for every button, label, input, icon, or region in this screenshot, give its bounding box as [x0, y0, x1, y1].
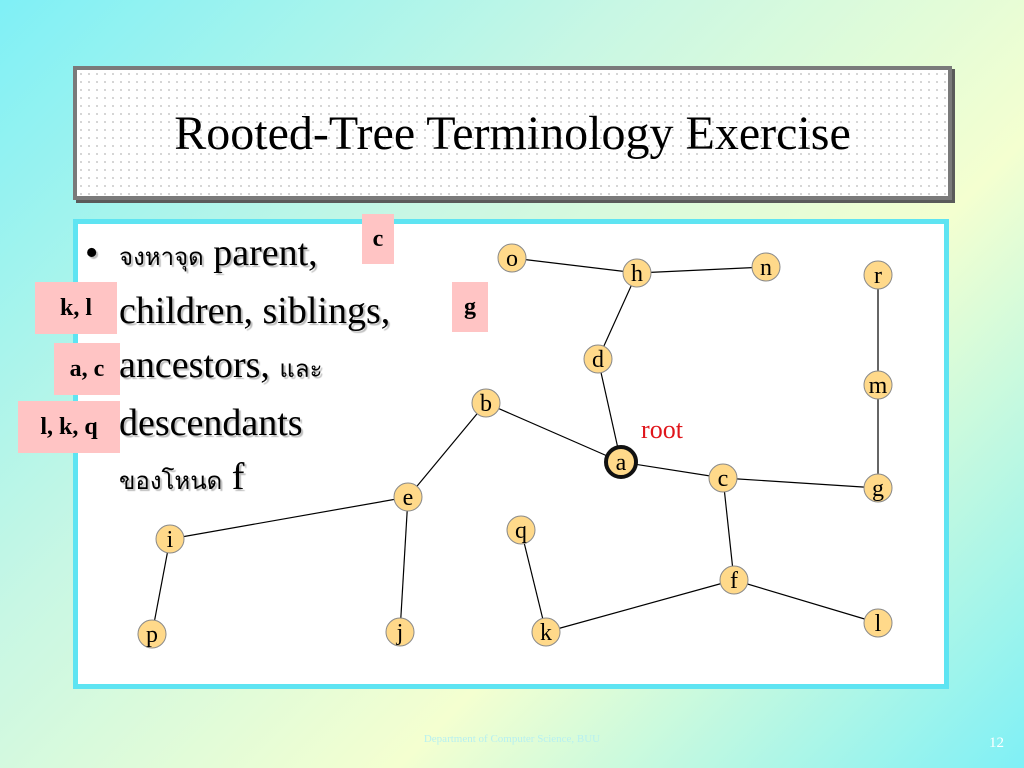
tree-node-h: h: [622, 258, 652, 288]
tree-node-label-g: g: [872, 476, 884, 502]
tree-edge-h-d: [597, 272, 638, 360]
target-node-f: f: [231, 456, 245, 498]
tree-node-label-o: o: [506, 246, 518, 272]
tree-node-circle-q: [506, 515, 536, 545]
tree-node-a: a: [604, 445, 638, 479]
tree-edge-i-p: [151, 538, 171, 635]
tree-node-label-c: c: [718, 466, 729, 492]
tree-node-label-h: h: [631, 261, 643, 287]
tree-node-l: l: [863, 608, 893, 638]
tree-node-circle-g: [863, 473, 893, 503]
question-line-5: ของโหนด f: [85, 450, 465, 508]
answer-descendants: l, k, q: [18, 401, 120, 453]
thai-of-node-text: ของโหนด: [119, 467, 223, 495]
tree-edge-e-i: [169, 496, 409, 540]
tree-node-label-b: b: [480, 391, 492, 417]
tree-edge-b-e: [407, 402, 487, 498]
question-line-3: ancestors, และ: [85, 338, 465, 396]
tree-node-o: o: [497, 243, 527, 273]
tree-node-circle-m: [863, 370, 893, 400]
tree-node-label-a: a: [616, 450, 627, 476]
tree-node-label-f: f: [730, 568, 738, 594]
question-line-2: children, siblings,: [119, 290, 391, 332]
tree-edge-e-j: [399, 496, 409, 633]
tree-node-label-r: r: [874, 263, 882, 289]
tree-node-c: c: [708, 463, 738, 493]
title-box: Rooted-Tree Terminology Exercise: [73, 66, 952, 200]
tree-node-p: p: [137, 619, 167, 649]
tree-node-g: g: [863, 473, 893, 503]
question-line-4: descendants: [119, 402, 303, 444]
tree-node-label-q: q: [515, 518, 527, 544]
tree-node-circle-p: [137, 619, 167, 649]
ancestors-term: ancestors,: [119, 344, 270, 386]
tree-edge-k-q: [520, 529, 547, 633]
tree-node-circle-o: [497, 243, 527, 273]
tree-node-label-i: i: [167, 527, 174, 553]
tree-node-b: b: [471, 388, 501, 418]
tree-edge-f-l: [733, 579, 879, 624]
tree-node-label-n: n: [760, 255, 772, 281]
tree-node-label-k: k: [540, 620, 552, 646]
tree-node-f: f: [719, 565, 749, 595]
tree-node-circle-n: [751, 252, 781, 282]
tree-edge-d-a: [597, 358, 622, 463]
tree-node-e: e: [393, 482, 423, 512]
tree-node-d: d: [583, 344, 613, 374]
slide-title: Rooted-Tree Terminology Exercise: [174, 106, 851, 160]
tree-node-i: i: [155, 524, 185, 554]
tree-node-j: j: [385, 617, 415, 647]
tree-edge-h-n: [636, 266, 767, 274]
tree-node-circle-k: [531, 617, 561, 647]
tree-node-circle-l: [863, 608, 893, 638]
thai-find-text: จงหาจุด: [119, 243, 204, 271]
tree-node-label-m: m: [869, 373, 888, 399]
thai-and-text: และ: [279, 355, 323, 383]
tree-edge-a-c: [620, 461, 724, 479]
root-label: root: [641, 415, 684, 444]
tree-node-label-l: l: [875, 611, 882, 637]
tree-node-circle-r: [863, 260, 893, 290]
tree-node-label-p: p: [146, 622, 158, 648]
footer-text: Department of Computer Science, BUU: [423, 733, 601, 745]
tree-node-label-j: j: [396, 620, 404, 646]
tree-node-r: r: [863, 260, 893, 290]
tree-node-circle-j: [385, 617, 415, 647]
tree-edge-c-f: [722, 477, 735, 581]
tree-edge-c-g: [722, 477, 879, 489]
tree-node-circle-f: [719, 565, 749, 595]
tree-node-circle-d: [583, 344, 613, 374]
page-number: 12: [989, 735, 1004, 751]
tree-node-m: m: [863, 370, 893, 400]
answer-siblings: g: [452, 282, 488, 332]
tree-node-circle-h: [622, 258, 652, 288]
tree-edge-f-k: [545, 579, 735, 633]
tree-node-circle-i: [155, 524, 185, 554]
answer-children: k, l: [35, 282, 117, 334]
tree-edge-o-h: [511, 257, 638, 274]
tree-node-circle-a: [604, 445, 638, 479]
answer-ancestors: a, c: [54, 343, 120, 395]
bullet-marker: •: [85, 232, 99, 274]
parent-term: parent,: [213, 232, 318, 274]
tree-node-n: n: [751, 252, 781, 282]
tree-node-q: q: [506, 515, 536, 545]
question-line-1: • จงหาจุด parent,: [85, 226, 465, 284]
question-text: • จงหาจุด parent, children, siblings, anc…: [85, 226, 465, 508]
tree-node-circle-c: [708, 463, 738, 493]
tree-edge-b-a: [485, 402, 622, 463]
content-box: [73, 219, 949, 689]
tree-node-label-d: d: [592, 347, 604, 373]
answer-parent: c: [362, 214, 394, 264]
tree-node-circle-e: [393, 482, 423, 512]
tree-node-k: k: [531, 617, 561, 647]
tree-node-label-e: e: [403, 485, 414, 511]
tree-node-circle-b: [471, 388, 501, 418]
